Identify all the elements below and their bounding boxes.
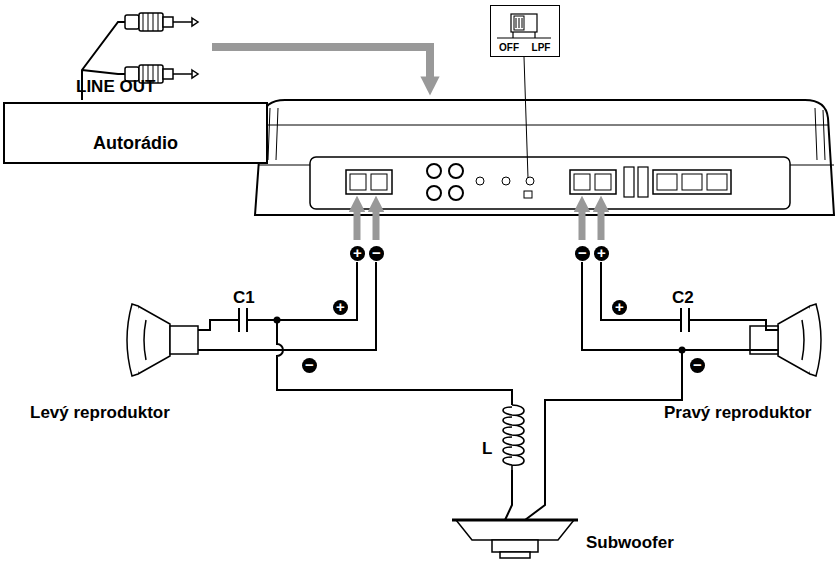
- wire: [505, 470, 512, 520]
- wire: [582, 262, 778, 350]
- wire: [698, 320, 778, 330]
- polarity-symbol: +: [350, 246, 365, 261]
- polarity-symbol: −: [302, 358, 317, 373]
- component-label: L: [482, 440, 492, 457]
- wire: [525, 350, 682, 520]
- junction-dot: [274, 317, 281, 324]
- component-label: C2: [672, 289, 694, 306]
- leader-line: [524, 57, 528, 178]
- polarity-symbol: −: [575, 246, 590, 261]
- wire: [601, 262, 672, 320]
- switch-inset: OFF LPF: [490, 5, 560, 57]
- speaker-label: Levý reproduktor: [30, 404, 170, 421]
- component-label: C1: [233, 289, 255, 306]
- speaker-label: Subwoofer: [586, 534, 674, 551]
- polarity-symbol: +: [612, 300, 627, 315]
- speaker: [127, 304, 821, 558]
- speaker-label: Pravý reproduktor: [664, 404, 811, 421]
- wire: [198, 262, 376, 350]
- capacitor-symbol: [672, 308, 698, 332]
- polarity-symbol: −: [369, 246, 384, 261]
- inductor-symbol: [503, 405, 524, 470]
- switch-position: OFF: [499, 42, 519, 53]
- terminal-arrow: [357, 204, 601, 240]
- wire: [198, 320, 230, 330]
- polarity-symbol: +: [333, 300, 348, 315]
- line-out-label: LINE OUT: [76, 78, 155, 95]
- polarity-symbol: −: [690, 358, 705, 373]
- signal-arrow: [212, 47, 430, 86]
- switch-position: LPF: [532, 42, 551, 53]
- device-name: Autorádio: [93, 133, 178, 154]
- amplifier: [255, 100, 834, 215]
- wire: [256, 262, 357, 320]
- car-radio-box: Autorádio: [3, 102, 268, 164]
- junction-dot: [679, 347, 686, 354]
- wire: [277, 320, 512, 405]
- polarity-symbol: +: [594, 246, 609, 261]
- capacitor-symbol: [230, 308, 256, 332]
